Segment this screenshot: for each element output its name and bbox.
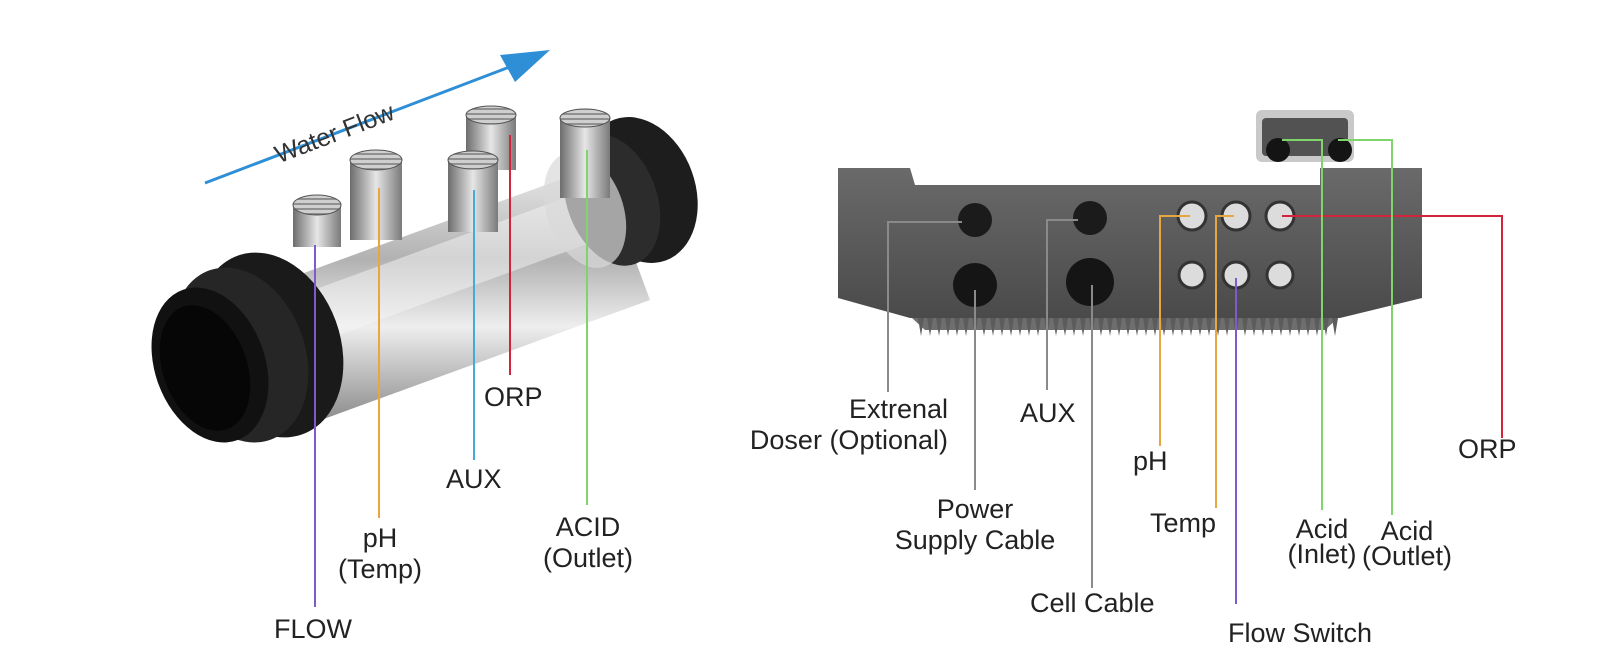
heatsink-fin [1305,318,1311,336]
heatsink-fin [1224,318,1230,336]
heatsink-fin [1260,318,1266,336]
port-ph [349,149,403,240]
label-acid-line2: (Outlet) [542,543,634,573]
label-orp: ORP [484,382,543,412]
heatsink-fins [918,318,1338,336]
port-acid-outlet [559,108,611,198]
heatsink-fin [1188,318,1194,336]
label-ph: pH (Temp) [330,525,430,583]
heatsink-fin [936,318,942,336]
leader-ph-ctrl [1159,215,1190,446]
heatsink-fin [1251,318,1257,336]
heatsink-fin [1125,318,1131,336]
heatsink-fin [1035,318,1041,336]
label-doser: Extrenal Doser (Optional) [700,396,948,454]
heatsink-fin [1116,318,1122,336]
leader-orp-ctrl [1282,215,1503,438]
leader-doser [887,221,962,392]
heatsink-fin [1017,318,1023,336]
label-acid: ACID (Outlet) [530,514,646,572]
label-cell-cable: Cell Cable [1030,588,1155,618]
heatsink-fin [981,318,987,336]
label-power-line1: Power [936,494,1014,524]
heatsink-fin [999,318,1005,336]
heatsink-fin [1161,318,1167,336]
leader-aux-ctrl [1046,219,1078,390]
power-connector [953,263,997,307]
doser-connector [958,203,992,237]
heatsink-fin [1197,318,1203,336]
leader-temp [1215,215,1234,508]
heatsink-fin [1071,318,1077,336]
heatsink-fin [918,318,924,336]
heatsink-fin [1134,318,1140,336]
heatsink-fin [1287,318,1293,336]
heatsink-fin [1098,318,1104,336]
label-ph-line1: pH [362,523,398,553]
heatsink-fin [990,318,996,336]
cell-connector [1066,258,1114,306]
leader-acid-outlet [1338,139,1393,515]
label-ph-ctrl: pH [1133,446,1168,476]
heatsink-fin [1152,318,1158,336]
aux-connector [1073,201,1107,235]
label-aux: AUX [446,464,502,494]
controller-body [838,110,1422,336]
heatsink-fin [927,318,933,336]
label-orp-ctrl: ORP [1458,434,1517,464]
heatsink-fin [945,318,951,336]
heatsink-fin [1332,318,1338,336]
heatsink-fin [1269,318,1275,336]
label-acid-inlet-line1: Acid [1295,514,1349,544]
heatsink-fin [1206,318,1212,336]
label-acid-outlet-line1: Acid [1380,516,1434,546]
heatsink-fin [954,318,960,336]
label-acid-line1: ACID [555,512,621,542]
heatsink-fin [1242,318,1248,336]
cell-body [151,105,698,443]
heatsink-fin [1053,318,1059,336]
label-aux-ctrl: AUX [1020,398,1076,428]
label-acid-inlet: Acid (Inlet) [1272,516,1372,568]
arrow-head-icon [500,50,550,82]
label-ph-line2: (Temp) [337,554,422,584]
leader-acid-inlet [1282,139,1323,510]
port-flow [292,194,342,247]
heatsink-fin [1179,318,1185,336]
label-acid-outlet: Acid (Outlet) [1352,518,1462,570]
label-doser-line2: Doser (Optional) [749,425,948,455]
label-doser-line1: Extrenal [848,394,948,424]
heatsink-fin [1026,318,1032,336]
heatsink-fin [1170,318,1176,336]
heatsink-fin [1278,318,1284,336]
heatsink-fin [1323,318,1329,336]
label-acid-outlet-line2: (Outlet) [1361,541,1453,571]
label-power-line2: Supply Cable [894,525,1056,555]
label-temp: Temp [1150,508,1217,538]
heatsink-fin [1143,318,1149,336]
label-acid-inlet-line2: (Inlet) [1287,539,1357,569]
water-flow-arrow [204,50,550,185]
label-flow-switch: Flow Switch [1228,618,1373,648]
label-flow: FLOW [274,614,352,644]
heatsink-fin [1062,318,1068,336]
heatsink-fin [1314,318,1320,336]
heatsink-fin [963,318,969,336]
heatsink-fin [1296,318,1302,336]
heatsink-fin [1008,318,1014,336]
heatsink-fin [1080,318,1086,336]
heatsink-fin [1107,318,1113,336]
label-power: Power Supply Cable [880,496,1070,554]
